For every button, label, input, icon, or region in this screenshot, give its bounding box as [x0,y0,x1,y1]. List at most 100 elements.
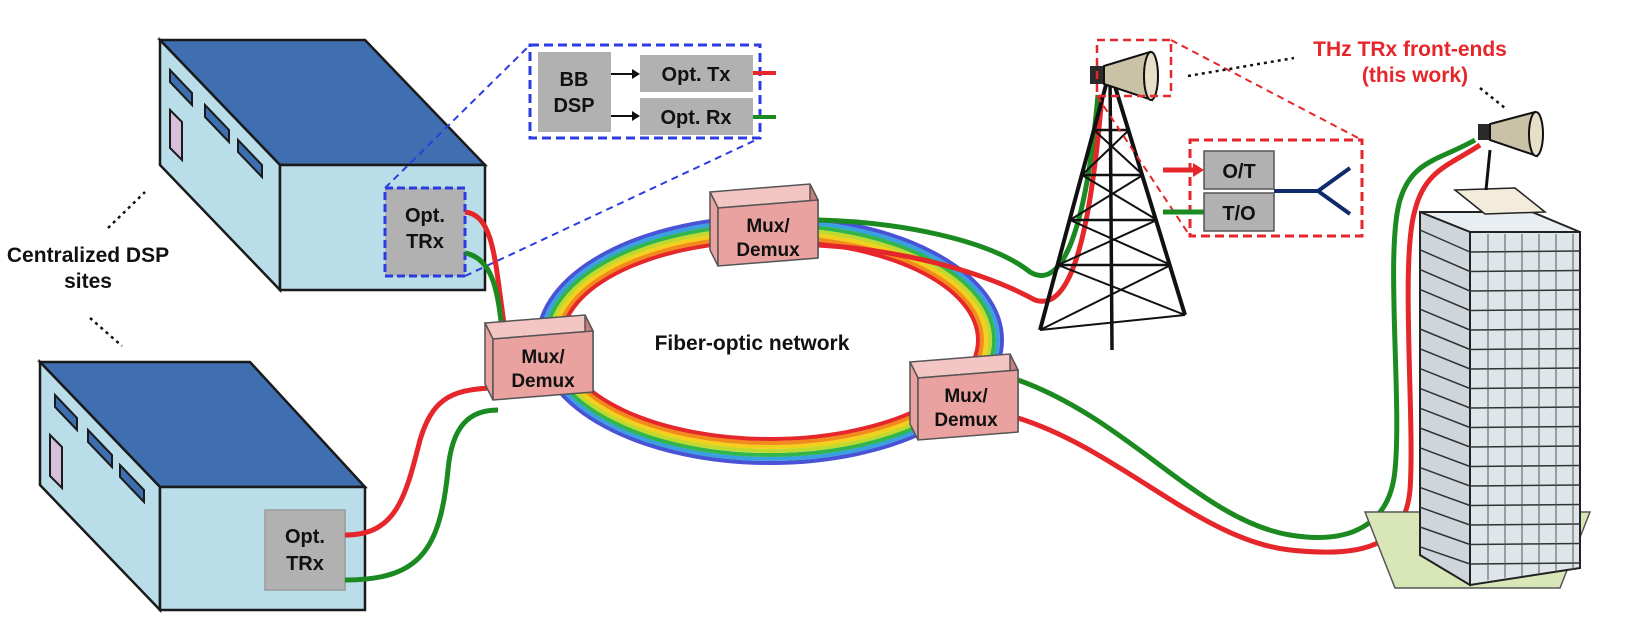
dsp-building-upper: Opt. TRx [157,36,488,294]
opt-rx-label: Opt. Rx [660,107,731,129]
floor-line [1419,526,1471,546]
opt-trx-label-opt: Opt. [405,205,445,227]
label-leader-dots [107,191,146,229]
dsp-label: DSP [553,95,594,117]
floor-line [1419,486,1471,507]
tx-fiber [1017,142,1482,555]
centralized-dsp-line1: Centralized DSP [7,244,169,267]
floor-line [1419,229,1471,253]
floor-line [1419,506,1471,526]
fiber-network-label: Fiber-optic network [655,332,850,355]
label-leader-dots [89,317,123,347]
skyscraper [1363,110,1592,589]
ot-block [1203,150,1275,190]
building-window [119,462,145,505]
floor-line [1469,250,1581,253]
floor-line [1469,269,1581,273]
floor-line [1469,308,1581,312]
mux-demux-left: Mux/ Demux [483,314,595,401]
floor-line [1419,348,1471,370]
building-window [54,392,78,433]
floor-line [1469,523,1581,526]
tx-fiber [344,385,491,538]
label-leader-dots [1479,87,1506,109]
dsp-building-lower: Opt. TRx [37,358,368,614]
building-window [237,137,263,180]
rx-fiber [464,250,505,331]
antenna-symbol-icon [1316,189,1352,216]
floor-line [1419,427,1471,448]
label-leader-dots [1187,56,1295,78]
tx-fiber [817,94,1105,304]
antenna-mast [1484,149,1492,191]
bb-dsp-block [538,52,611,132]
tx-fiber [464,209,508,331]
floor-line [1469,542,1581,546]
to-label: T/O [1222,203,1255,225]
floor-line [1469,367,1581,370]
floor-line [1469,425,1581,429]
floor-line [1469,562,1581,565]
centralized-dsp-label: Centralized DSP sites [7,191,169,347]
floor-line [1419,387,1471,409]
inset-zoom-line [1096,95,1191,237]
rx-fiber [817,94,1101,278]
building-window [204,102,230,145]
floor-line [1469,484,1581,487]
demux-label: Demux [511,371,575,392]
floor-line [1469,406,1581,409]
to-block [1203,192,1275,232]
demux-label: Demux [736,240,800,261]
building-door [169,107,183,163]
tower-front [1469,231,1581,587]
centralized-dsp-line2: sites [64,270,112,293]
arrow-head [632,69,640,79]
mux-label: Mux/ [746,216,790,237]
building-window [87,427,113,470]
opt-trx-label-trx: TRx [406,231,444,253]
tower-floors [1419,229,1581,580]
floor-line [1469,386,1581,390]
mux-label: Mux/ [944,386,988,407]
floor-line [1419,249,1471,273]
opt-rx-block [640,98,753,135]
bb-label: BB [560,69,589,91]
floor-line [1419,308,1471,331]
floor-line [1469,464,1581,468]
floor-line [1419,407,1471,429]
thz-frontend-inset: O/T T/O [1096,39,1364,238]
opt-tx-block [640,55,753,92]
floor-line [1419,268,1471,292]
bb-dsp-inset: BB DSP Opt. Tx Opt. Rx [384,43,776,277]
rx-fiber [344,407,499,583]
opt-tx-label: Opt. Tx [662,64,731,86]
mux-demux-top: Mux/ Demux [708,183,820,267]
inset-zoom-line [464,137,761,277]
arrow-head [1193,163,1204,177]
floor-line [1469,503,1581,507]
fiber-cables [344,94,1482,583]
mux-label: Mux/ [521,347,565,368]
lattice-tower [1038,69,1187,351]
inset-zoom-line [384,44,531,189]
floor-line [1419,328,1471,351]
opt-trx-label-trx: TRx [286,553,324,575]
building-window [169,67,193,108]
arrow-head [632,111,640,121]
floor-line [1469,289,1581,292]
floor-line [1469,347,1581,351]
opt-trx-box-upper [383,186,467,278]
thz-caption-line1: THz TRx front-ends [1313,38,1507,61]
floor-line [1469,445,1581,448]
demux-label: Demux [934,410,998,431]
horn-antenna-icon [1090,50,1159,102]
floor-line [1419,367,1471,390]
floor-line [1419,546,1471,565]
opt-trx-label-opt: Opt. [285,526,325,548]
rx-fiber [1017,137,1477,540]
floor-line [1419,288,1471,312]
floor-line [1419,466,1471,487]
roof-structure [1452,187,1548,215]
opt-trx-box-lower [264,509,346,591]
